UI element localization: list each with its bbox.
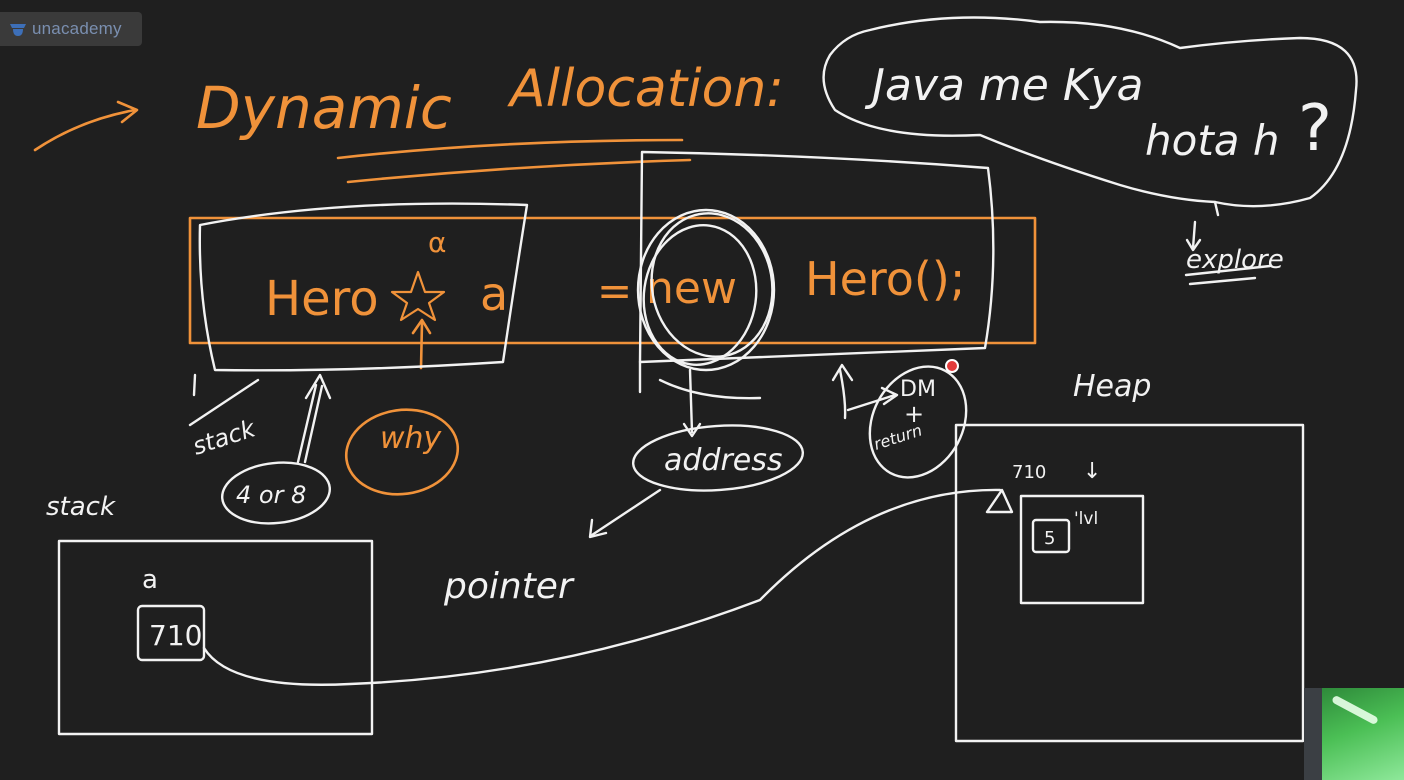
stack-cell-a bbox=[136, 604, 206, 662]
code-new: new bbox=[646, 263, 737, 314]
heap-down-arrow: ↓ bbox=[1083, 459, 1101, 484]
title-underline-2 bbox=[346, 158, 692, 184]
star-mark bbox=[390, 270, 446, 322]
stack-title: stack bbox=[46, 492, 116, 522]
title-arrow bbox=[33, 108, 137, 152]
title-underline-1 bbox=[336, 138, 684, 160]
why-ellipse bbox=[344, 408, 460, 496]
stack-note: stack bbox=[189, 414, 259, 461]
title-allocation: Allocation: bbox=[507, 59, 784, 119]
stack-var-a: a bbox=[142, 565, 158, 595]
why-label: why bbox=[380, 421, 443, 456]
heap-arrow-tip bbox=[985, 488, 1014, 514]
heap-level-value: 5 bbox=[1044, 528, 1055, 549]
explore-underline-2 bbox=[1188, 276, 1257, 286]
heap-level-label: 'lvl bbox=[1074, 509, 1098, 529]
stack-value-710: 710 bbox=[149, 619, 202, 652]
size-label: 4 or 8 bbox=[236, 481, 306, 509]
size-ellipse bbox=[221, 461, 331, 525]
code-box bbox=[188, 216, 1037, 345]
webcam-thumbnail[interactable] bbox=[1304, 688, 1404, 780]
bubble-question: ? bbox=[1298, 92, 1332, 166]
explore-label: explore bbox=[1186, 245, 1284, 275]
reference-arrow bbox=[202, 488, 1002, 686]
title-arrow-head bbox=[116, 100, 139, 124]
unacademy-logo-icon bbox=[10, 24, 26, 36]
code-equals: = bbox=[597, 266, 632, 315]
laser-pointer-dot bbox=[945, 359, 959, 373]
address-label: address bbox=[664, 443, 783, 478]
address-ellipse bbox=[631, 424, 805, 492]
bubble-line-1: Java me Kya bbox=[864, 60, 1144, 111]
return-label: return bbox=[871, 420, 924, 453]
star-up-arrow bbox=[419, 320, 424, 370]
declaration-box bbox=[198, 202, 529, 372]
code-var-a: a bbox=[480, 267, 508, 321]
heap-object-box bbox=[1019, 494, 1145, 605]
webcam-glare bbox=[1331, 694, 1379, 726]
unacademy-logo: unacademy bbox=[0, 12, 142, 46]
pointer-label: pointer bbox=[443, 566, 575, 607]
explore-underline-1 bbox=[1184, 264, 1272, 277]
dm-ellipse bbox=[868, 365, 968, 479]
stack-box bbox=[57, 539, 374, 736]
title-dynamic: Dynamic bbox=[196, 74, 452, 142]
heap-box bbox=[954, 423, 1305, 743]
new-circle-3 bbox=[642, 224, 758, 366]
bubble-tail bbox=[1213, 200, 1220, 217]
code-hero: Hero bbox=[265, 271, 379, 327]
new-circle-1 bbox=[636, 208, 776, 372]
dm-plus: + bbox=[904, 400, 924, 428]
heap-cell-level bbox=[1031, 518, 1071, 554]
heap-title: Heap bbox=[1073, 369, 1151, 404]
thought-bubble bbox=[822, 16, 1358, 208]
brand-name: unacademy bbox=[32, 19, 122, 38]
dm-label: DM bbox=[900, 377, 936, 402]
alpha-mark: α bbox=[428, 226, 446, 259]
code-constructor: Hero(); bbox=[805, 252, 965, 306]
bubble-line-2: hota h bbox=[1145, 116, 1280, 165]
heap-address: 710 bbox=[1012, 462, 1046, 483]
